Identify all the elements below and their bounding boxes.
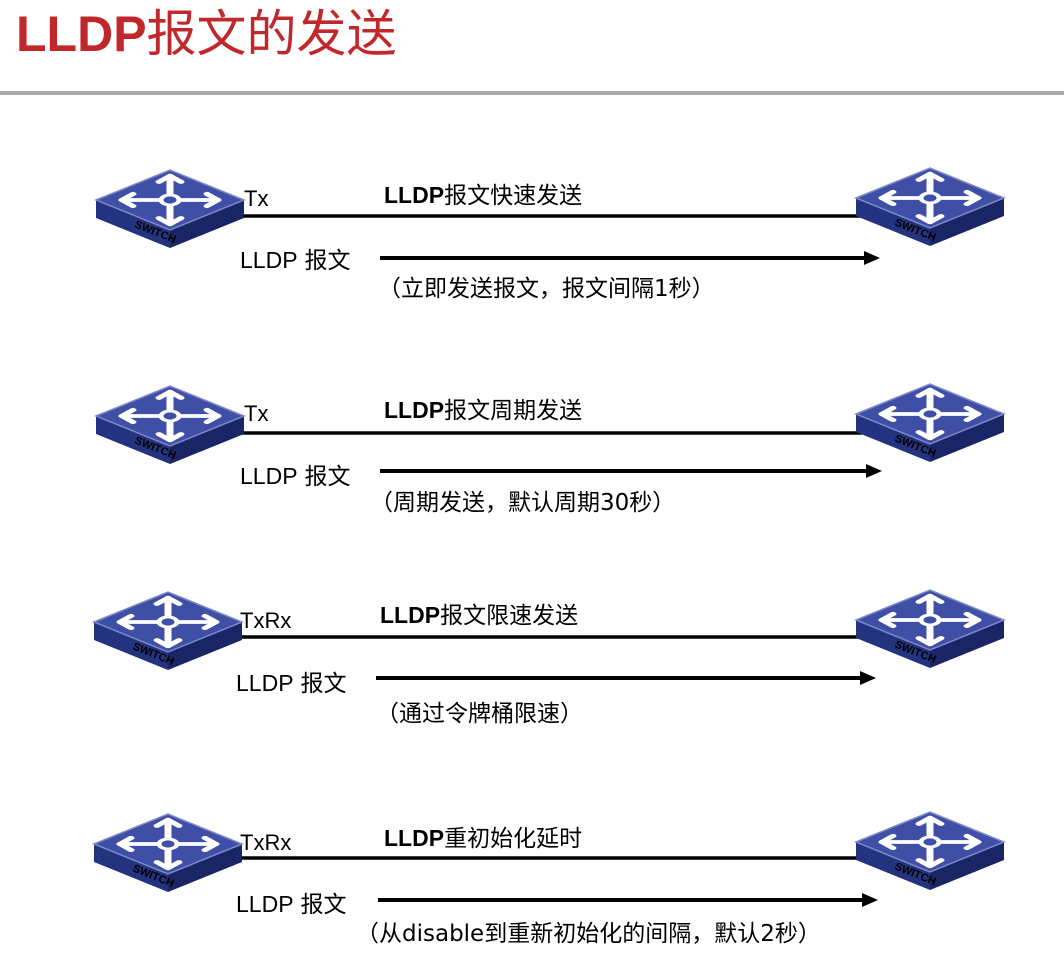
switch-icon: SWITCH (856, 812, 1004, 890)
message-latin: LLDP (240, 247, 298, 273)
heading-latin: LLDP (380, 602, 440, 628)
message-label: LLDP 报文 (236, 891, 347, 918)
switch-icon: SWITCH (96, 386, 244, 464)
row-note: （通过令牌桶限速） (376, 701, 583, 727)
message-cjk: 报文 (301, 892, 347, 918)
switch-icon: SWITCH (94, 592, 242, 670)
switch-icon: SWITCH (96, 170, 244, 248)
page-title-latin: LLDP (16, 6, 147, 62)
message-latin: LLDP (236, 670, 294, 696)
port-label: Tx (244, 401, 268, 426)
heading-latin: LLDP (384, 397, 444, 423)
message-latin: LLDP (236, 891, 294, 917)
message-cjk: 报文 (305, 248, 351, 274)
switch-icon: SWITCH (856, 384, 1004, 462)
title-divider (0, 91, 1064, 95)
switch-icon: SWITCH (856, 168, 1004, 246)
message-label: LLDP 报文 (240, 463, 351, 490)
row-heading: LLDP报文快速发送 (384, 182, 582, 209)
switch-icon: SWITCH (94, 814, 242, 892)
switch-icon: SWITCH (856, 590, 1004, 668)
row-heading: LLDP重初始化延时 (384, 825, 582, 852)
row-note: （立即发送报文，报文间隔1秒） (378, 276, 715, 302)
heading-latin: LLDP (384, 182, 444, 208)
message-label: LLDP 报文 (236, 670, 347, 697)
heading-cjk: 重初始化延时 (444, 826, 582, 852)
page-title-cjk: 报文的发送 (146, 5, 397, 63)
message-cjk: 报文 (301, 671, 347, 697)
page-title: LLDP报文的发送 (16, 0, 397, 68)
row-note: （周期发送，默认周期30秒） (370, 490, 675, 516)
heading-cjk: 报文周期发送 (444, 398, 582, 424)
port-label: TxRx (240, 608, 291, 633)
message-label: LLDP 报文 (240, 247, 351, 274)
arrowhead-icon (866, 464, 882, 478)
port-label: Tx (244, 186, 268, 211)
arrowhead-icon (860, 671, 876, 685)
row-note: （从disable到重新初始化的间隔，默认2秒） (356, 921, 821, 947)
arrowhead-icon (864, 251, 880, 265)
heading-cjk: 报文限速发送 (440, 603, 578, 629)
heading-cjk: 报文快速发送 (444, 183, 582, 209)
row-heading: LLDP报文限速发送 (380, 602, 578, 629)
arrowhead-icon (862, 893, 878, 907)
row-heading: LLDP报文周期发送 (384, 397, 582, 424)
heading-latin: LLDP (384, 825, 444, 851)
message-cjk: 报文 (305, 464, 351, 490)
message-latin: LLDP (240, 463, 298, 489)
port-label: TxRx (240, 830, 291, 855)
